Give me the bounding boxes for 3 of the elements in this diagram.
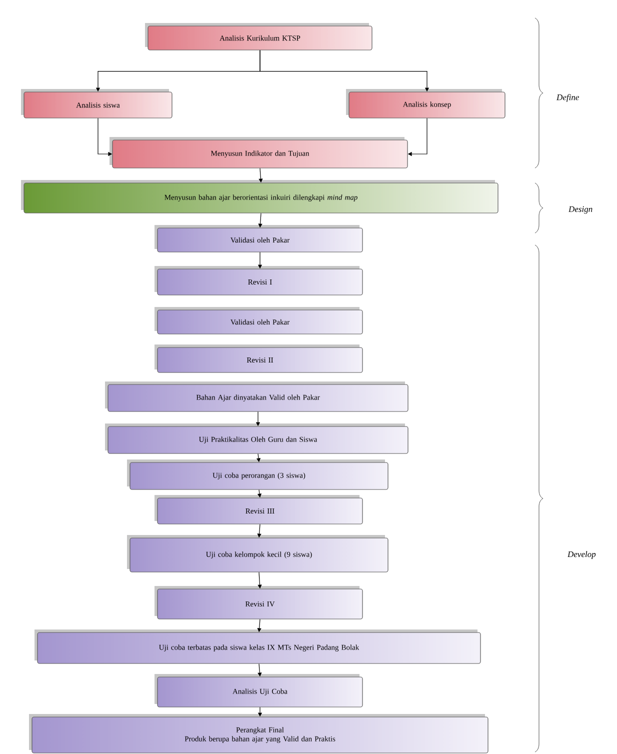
phase-label: Design — [568, 206, 592, 214]
phase-label: Define — [556, 94, 579, 102]
phase-label: Develop — [567, 551, 596, 559]
